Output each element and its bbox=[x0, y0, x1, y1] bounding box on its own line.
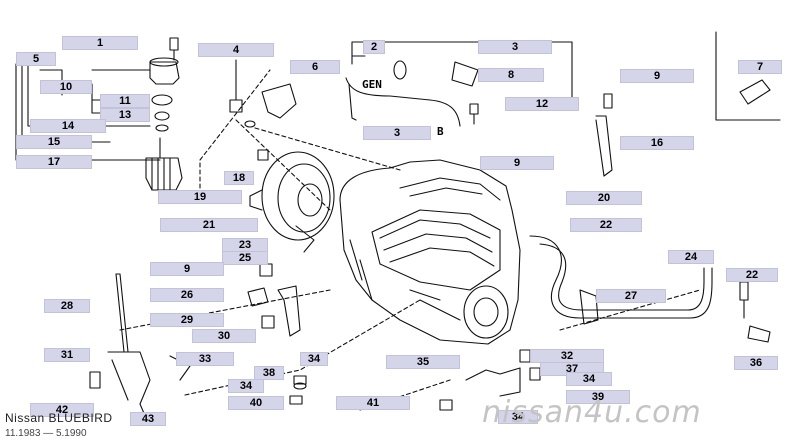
callout-34-left: 34 bbox=[228, 379, 264, 393]
callout-7: 7 bbox=[738, 60, 782, 74]
callout-34-center: 34 bbox=[300, 352, 328, 366]
callout-8: 8 bbox=[478, 68, 544, 82]
callout-12: 12 bbox=[505, 97, 579, 111]
brand-title: Nissan BLUEBIRD bbox=[5, 411, 113, 425]
callout-38: 38 bbox=[254, 366, 284, 380]
watermark: nissan4u.com bbox=[482, 395, 702, 430]
callout-1: 1 bbox=[62, 36, 138, 50]
callout-39: 39 bbox=[566, 390, 630, 404]
callout-2: 2 bbox=[363, 40, 385, 54]
callout-28: 28 bbox=[44, 299, 90, 313]
callout-32: 32 bbox=[530, 349, 604, 363]
callout-40: 40 bbox=[228, 396, 284, 410]
callout-22-right: 22 bbox=[726, 268, 778, 282]
callout-6: 6 bbox=[290, 60, 340, 74]
callout-26: 26 bbox=[150, 288, 224, 302]
callout-23: 23 bbox=[222, 238, 268, 252]
callout-15: 15 bbox=[16, 135, 92, 149]
callout-36: 36 bbox=[734, 356, 778, 370]
callout-17: 17 bbox=[16, 155, 92, 169]
callout-42: 42 bbox=[30, 403, 94, 417]
callout-10: 10 bbox=[40, 80, 92, 94]
callout-19: 19 bbox=[158, 190, 242, 204]
callout-21: 21 bbox=[160, 218, 258, 232]
callout-3: 3 bbox=[478, 40, 552, 54]
callout-41: 41 bbox=[336, 396, 410, 410]
callout-27: 27 bbox=[596, 289, 666, 303]
callout-13: 13 bbox=[100, 108, 150, 122]
callout-11: 11 bbox=[100, 94, 150, 108]
callout-34-right: 34 bbox=[566, 372, 612, 386]
callout-35: 35 bbox=[386, 355, 460, 369]
callout-34-bottom: 34 bbox=[498, 410, 538, 424]
callout-29: 29 bbox=[150, 313, 224, 327]
callout-14: 14 bbox=[30, 119, 106, 133]
brand-period: 11.1983 — 5.1990 bbox=[5, 428, 87, 439]
callout-43: 43 bbox=[130, 412, 166, 426]
callout-9-left: 9 bbox=[150, 262, 224, 276]
callout-24: 24 bbox=[668, 250, 714, 264]
callout-22-top: 22 bbox=[570, 218, 642, 232]
gen-marker: GEN bbox=[362, 78, 382, 91]
b-marker: B bbox=[437, 125, 444, 138]
callout-3-lower: 3 bbox=[363, 126, 431, 140]
callout-20: 20 bbox=[566, 191, 642, 205]
callout-25: 25 bbox=[222, 251, 268, 265]
callout-4: 4 bbox=[198, 43, 274, 57]
callout-16: 16 bbox=[620, 136, 694, 150]
callout-9-top: 9 bbox=[620, 69, 694, 83]
callout-18: 18 bbox=[224, 171, 254, 185]
callout-33: 33 bbox=[176, 352, 234, 366]
callout-31: 31 bbox=[44, 348, 90, 362]
callout-30: 30 bbox=[192, 329, 256, 343]
callout-5: 5 bbox=[16, 52, 56, 66]
callout-9-middle: 9 bbox=[480, 156, 554, 170]
